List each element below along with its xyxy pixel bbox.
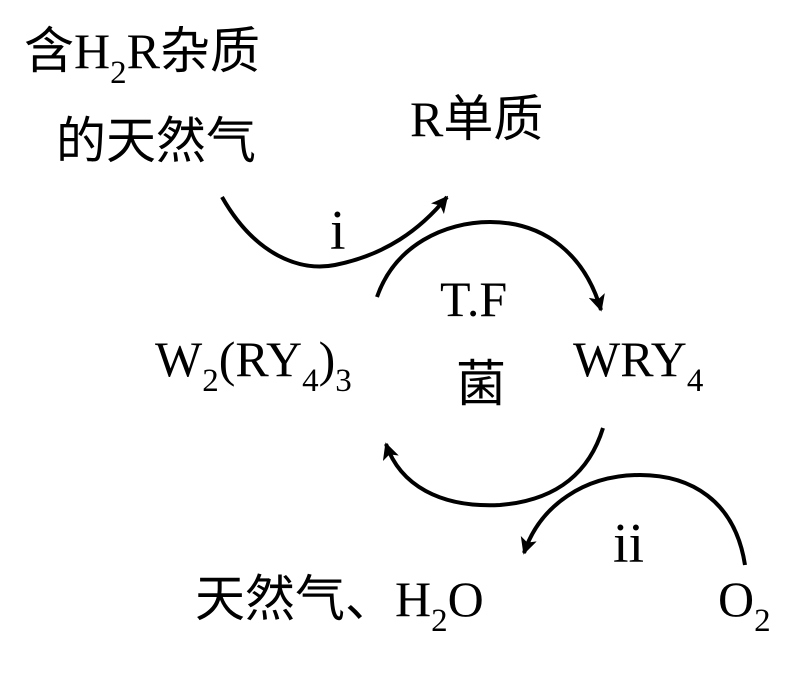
step-ii-label: ii	[613, 513, 645, 575]
arrow-wry4-to-w2ry43	[382, 427, 605, 508]
arrow-gas-to-r	[220, 195, 449, 269]
step-i-label: i	[330, 200, 346, 262]
right-compound-wry4: WRY4	[573, 331, 704, 399]
source-gas-line2: 的天然气	[56, 113, 256, 169]
left-compound-w2ry43: W2(RY4)3	[155, 331, 352, 399]
oxygen-input: O2	[718, 571, 771, 639]
arrow-w2ry43-to-wry4	[375, 219, 605, 312]
bacteria-line2: 菌	[456, 356, 506, 412]
output-gas-water: 天然气、H2O	[195, 571, 484, 639]
bacteria-line1: T.F	[440, 271, 508, 327]
source-gas-line1: 含H2R杂质	[24, 23, 260, 91]
arrow-o2-to-products	[520, 472, 747, 566]
r-element-product: R单质	[410, 91, 544, 147]
